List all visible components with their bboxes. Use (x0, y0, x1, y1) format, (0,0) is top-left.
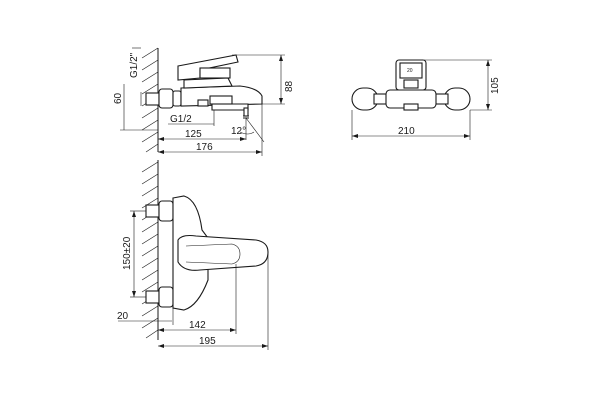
front-elevation-view: 20 105 210 (351, 59, 501, 140)
lower-wall-connector (145, 290, 160, 304)
cartridge-base (403, 79, 419, 89)
thread-horizontal-label: G1/2 (170, 114, 192, 125)
plan-view: 150±20 20 142 195 (117, 160, 269, 350)
dim-210: 210 (351, 110, 471, 140)
height-105-label: 105 (490, 77, 501, 94)
plan-lever (177, 234, 269, 271)
spacing-label: 150±20 (122, 236, 133, 270)
width-210-label: 210 (398, 126, 415, 137)
dim-60: 60 (113, 84, 158, 131)
dim-195: 195 (158, 254, 269, 350)
upper-wall-connector (145, 204, 160, 218)
wall-hatch-bottom (141, 160, 159, 340)
dim-105: 105 (424, 59, 501, 111)
upper-escutcheon (158, 200, 174, 222)
wall-connector (145, 88, 182, 109)
thread-vertical-label: G1/2" (129, 52, 140, 78)
mixer-body (177, 54, 263, 119)
dim-150: 150±20 (122, 210, 146, 298)
height-60-label: 60 (113, 92, 124, 104)
dim-thread-horizontal: G1/2 (168, 110, 215, 126)
length-142-label: 142 (189, 320, 206, 331)
length-195-label: 195 (199, 336, 216, 347)
dim-125: 125 (158, 129, 246, 141)
length-176-label: 176 (196, 142, 213, 153)
angle-label: 12° (231, 126, 246, 137)
dim-88: 88 (232, 54, 295, 105)
cartridge-cap (399, 62, 423, 79)
knob-mark: 20 (407, 68, 413, 74)
length-125-label: 125 (185, 129, 202, 140)
dim-142: 142 (158, 264, 237, 334)
lower-escutcheon (158, 286, 174, 308)
side-elevation-view: 12° G1/2" 60 88 G1/2 (113, 47, 295, 156)
height-88-label: 88 (284, 80, 295, 92)
dim-20: 20 (117, 308, 174, 325)
angle-indicator: 12° (231, 117, 265, 143)
spout-outlet (403, 103, 419, 111)
dim-176: 176 (158, 104, 263, 156)
depth-20-label: 20 (117, 311, 129, 322)
dim-thread-vertical: G1/2" (129, 47, 142, 106)
